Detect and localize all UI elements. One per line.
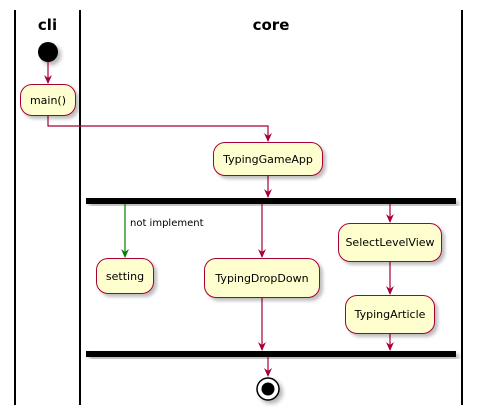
start-node	[38, 42, 58, 62]
lane-title-cli: cli	[37, 16, 58, 34]
node-typing-article: TypingArticle	[345, 295, 435, 334]
edge-label-not-implement: not implement	[130, 218, 204, 229]
edge-main-typinggameapp	[47, 116, 272, 142]
end-node-inner	[261, 382, 275, 396]
node-setting: setting	[96, 258, 154, 294]
join-bar	[86, 351, 456, 357]
node-main: main()	[20, 84, 76, 116]
node-select-level-view: SelectLevelView	[338, 223, 442, 262]
lane-title-core: core	[252, 16, 290, 34]
fork-bar	[86, 198, 456, 204]
node-typing-drop-down: TypingDropDown	[204, 258, 320, 298]
node-typing-game-app: TypingGameApp	[213, 142, 323, 176]
